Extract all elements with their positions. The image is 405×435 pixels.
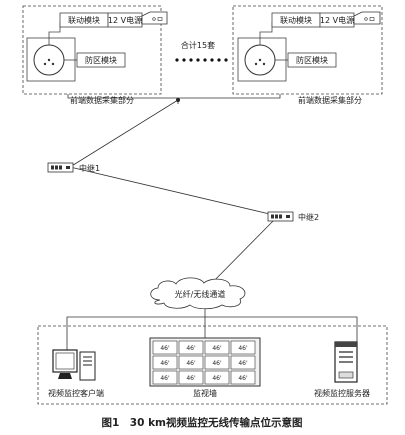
camera-frame-left bbox=[26, 37, 76, 82]
svg-text:46': 46' bbox=[212, 375, 222, 382]
front-end-left: 联动模块 12 V电源 防区模块 前端数据采集部分 bbox=[22, 5, 168, 105]
monitor-tile: 46' bbox=[178, 355, 204, 370]
camera-frame-right bbox=[237, 37, 287, 82]
svg-text:46': 46' bbox=[160, 360, 170, 367]
monitoring-center: 视频监控客户端 46' 46' 46' 46' 46' 46' 46' 46' … bbox=[37, 325, 388, 405]
defense-module-box bbox=[287, 52, 337, 68]
relay1-label: 中继1 bbox=[79, 163, 100, 173]
svg-text:46': 46' bbox=[186, 345, 196, 352]
total-sets-label: 合计15套 bbox=[181, 40, 215, 50]
server-label: 视频监控服务器 bbox=[314, 388, 370, 398]
power-12v-label: 12 V电源 bbox=[320, 15, 354, 25]
monitor-tile: 46' bbox=[178, 370, 204, 385]
front-end-right: 联动模块 12 V电源 防区模块 前端数据采集部分 bbox=[232, 5, 383, 105]
ellipsis-dots bbox=[175, 58, 228, 62]
front-end-right-caption: 前端数据采集部分 bbox=[298, 95, 362, 105]
video-wall-label: 监视墙 bbox=[193, 388, 217, 398]
front-end-right-box bbox=[232, 5, 383, 95]
channel-cloud-icon bbox=[150, 277, 246, 310]
monitor-tile: 46' bbox=[152, 370, 178, 385]
monitor-tile: 46' bbox=[152, 355, 178, 370]
front-end-left-box bbox=[22, 5, 162, 95]
channel-label: 光纤/无线通道 bbox=[175, 289, 226, 299]
defense-module-box bbox=[76, 52, 126, 68]
defense-module-label: 防区模块 bbox=[296, 55, 328, 65]
svg-text:46': 46' bbox=[160, 375, 170, 382]
svg-text:46': 46' bbox=[238, 375, 248, 382]
linkage-module-label: 联动模块 bbox=[68, 15, 100, 25]
monitor-tile: 46' bbox=[230, 340, 256, 355]
client-workstation-icon bbox=[52, 349, 96, 381]
client-label: 视频监控客户端 bbox=[48, 388, 104, 398]
monitor-tile: 46' bbox=[230, 355, 256, 370]
monitoring-center-box bbox=[37, 325, 388, 405]
svg-text:46': 46' bbox=[186, 375, 196, 382]
monitor-tile: 46' bbox=[152, 340, 178, 355]
front-end-left-caption: 前端数据采集部分 bbox=[70, 95, 134, 105]
svg-text:46': 46' bbox=[212, 360, 222, 367]
power-12v-label: 12 V电源 bbox=[108, 15, 142, 25]
network-links bbox=[66, 94, 358, 352]
svg-text:46': 46' bbox=[212, 345, 222, 352]
server-icon bbox=[334, 341, 358, 383]
svg-text:46': 46' bbox=[238, 360, 248, 367]
linkage-module-label: 联动模块 bbox=[280, 15, 312, 25]
relay1-device-icon bbox=[47, 162, 74, 173]
svg-text:46': 46' bbox=[186, 360, 196, 367]
svg-text:46': 46' bbox=[160, 345, 170, 352]
svg-text:46': 46' bbox=[238, 345, 248, 352]
monitor-tile: 46' bbox=[204, 340, 230, 355]
defense-module-label: 防区模块 bbox=[85, 55, 117, 65]
monitor-tile: 46' bbox=[204, 355, 230, 370]
relay2-label: 中继2 bbox=[298, 212, 319, 222]
monitor-tile: 46' bbox=[178, 340, 204, 355]
video-wall: 46' 46' 46' 46' 46' 46' 46' 46' 46' 46' … bbox=[149, 337, 261, 387]
figure-caption: 图1 30 km视频监控无线传输点位示意图 bbox=[102, 416, 303, 429]
relay2-device-icon bbox=[267, 211, 294, 222]
monitor-tile: 46' bbox=[230, 370, 256, 385]
monitor-tile: 46' bbox=[204, 370, 230, 385]
